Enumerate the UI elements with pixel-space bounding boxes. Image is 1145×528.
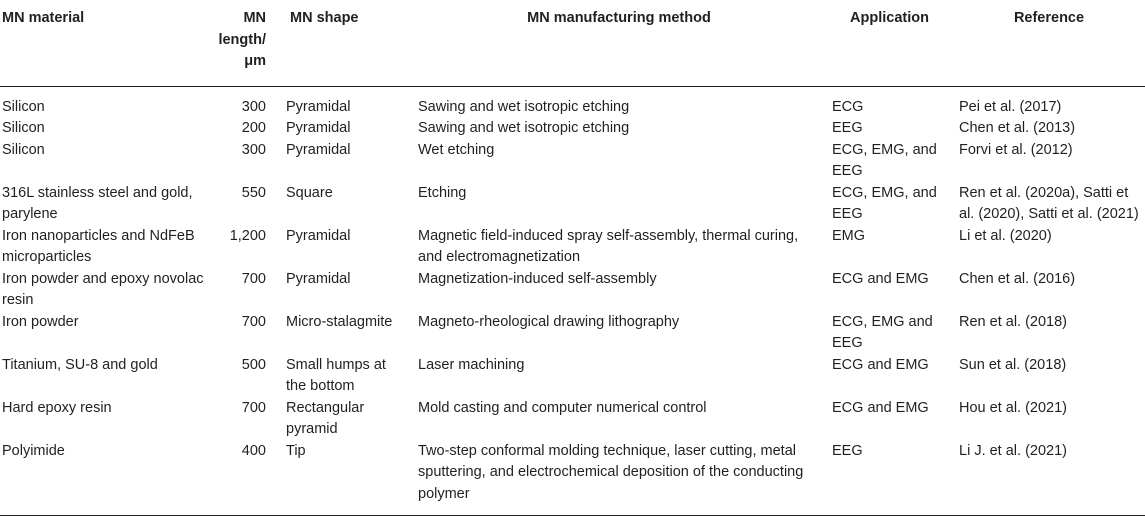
cell-shape: Pyramidal [286,141,351,158]
cell-reference: Ren et al. (2018) [959,313,1068,330]
cell-shape: Rectangular pyramid [286,399,365,438]
cell-shape: Pyramidal [286,120,351,136]
cell-method: Sawing and wet isotropic etching [418,120,630,136]
cell-material: 316L stainless steel and gold, parylene [2,184,193,223]
table-row: Silicon 300 Pyramidal Wet etching ECG, EMG, … [0,140,1145,183]
cell-reference: Hou et al. (2021) [959,399,1068,416]
table-row: Iron powder and epoxy novolac resin 700 Py… [0,269,1145,312]
cell-shape: Pyramidal [286,270,351,287]
cell-material: Titanium, SU-8 and gold [2,356,158,373]
cell-length: 400 [241,442,266,459]
cell-method: Magneto-rheological drawing lithography [418,313,680,330]
table-row: 316L stainless steel and gold, parylene 5… [0,183,1145,226]
cell-application: ECG, EMG and EEG [832,313,933,352]
header-mn-method: MN manufacturing method [527,10,711,26]
cell-material: Silicon [2,120,45,136]
table-row: Polyimide 400 Tip Two-step conformal moldin… [0,441,1145,516]
cell-application: EEG [832,442,863,459]
table-row: Titanium, SU-8 and gold 500 Small humps at… [0,355,1145,398]
cell-material: Silicon [2,141,45,158]
cell-length: 1,200 [229,227,266,244]
cell-application: ECG and EMG [832,356,929,373]
cell-reference: Sun et al. (2018) [959,356,1067,373]
header-row: MN material MN length/ μm MN shape MN ma… [0,0,1145,86]
table-row: Iron powder 700 Micro-stalagmite Magneto-rh… [0,312,1145,355]
cell-material: Silicon [2,98,45,115]
cell-shape: Micro-stalagmite [286,313,393,330]
cell-reference: Li et al. (2020) [959,227,1052,244]
cell-method: Etching [418,184,467,201]
cell-application: ECG and EMG [832,399,929,416]
cell-application: ECG, EMG, and EEG [832,141,937,180]
cell-method: Laser machining [418,356,525,373]
cell-material: Iron powder [2,313,79,330]
cell-length: 700 [241,399,266,416]
cell-application: ECG [832,98,864,115]
cell-application: ECG, EMG, and EEG [832,184,937,223]
cell-reference: Li J. et al. (2021) [959,442,1067,459]
cell-reference: Chen et al. (2016) [959,270,1076,287]
cell-method: Sawing and wet isotropic etching [418,98,630,115]
cell-application: EMG [832,227,866,244]
cell-material: Polyimide [2,442,65,459]
cell-shape: Small humps at the bottom [286,356,386,395]
header-mn-length: MN length/ μm [218,10,266,69]
table-row: Silicon 300 Pyramidal Sawing and wet isotro… [0,86,1145,118]
cell-length: 550 [241,184,266,201]
cell-method: Magnetic field-induced spray self-assemb… [418,227,799,266]
table-row: Silicon 200 Pyramidal Sawing and wet isotro… [0,118,1145,140]
table-header: MN material MN length/ μm MN shape MN ma… [0,0,1145,86]
table-row: Hard epoxy resin 700 Rectangular pyramid Mo… [0,398,1145,441]
cell-length: 700 [241,313,266,330]
cell-method: Wet etching [418,141,495,158]
cell-shape: Pyramidal [286,98,351,115]
cell-length: 200 [241,120,266,136]
cell-shape: Tip [286,442,306,459]
header-application: Application [850,10,929,26]
cell-application: ECG and EMG [832,270,929,287]
cell-method: Two-step conformal molding technique, la… [418,442,804,502]
cell-length: 300 [241,141,266,158]
cell-shape: Pyramidal [286,227,351,244]
cell-reference: Pei et al. (2017) [959,98,1062,115]
cell-reference: Ren et al. (2020a), Satti et al. (2020),… [959,184,1139,223]
cell-reference: Forvi et al. (2012) [959,141,1073,158]
cell-material: Iron powder and epoxy novolac resin [2,270,204,309]
cell-reference: Chen et al. (2013) [959,120,1076,136]
table-row: Iron nanoparticles and NdFeB micropartic… [0,226,1145,269]
cell-application: EEG [832,120,863,136]
cell-length: 500 [241,356,266,373]
header-mn-shape: MN shape [290,10,359,26]
cell-length: 700 [241,270,266,287]
header-mn-material: MN material [2,10,85,26]
cell-shape: Square [286,184,333,201]
header-reference: Reference [1013,10,1085,26]
cell-material: Iron nanoparticles and NdFeB micropartic… [2,227,195,266]
mn-comparison-table: MN material MN length/ μm MN shape MN ma… [0,0,1145,516]
cell-method: Magnetization-induced self-assembly [418,270,657,287]
cell-material: Hard epoxy resin [2,399,112,416]
cell-length: 300 [241,98,266,115]
cell-method: Mold casting and computer numerical cont… [418,399,707,416]
